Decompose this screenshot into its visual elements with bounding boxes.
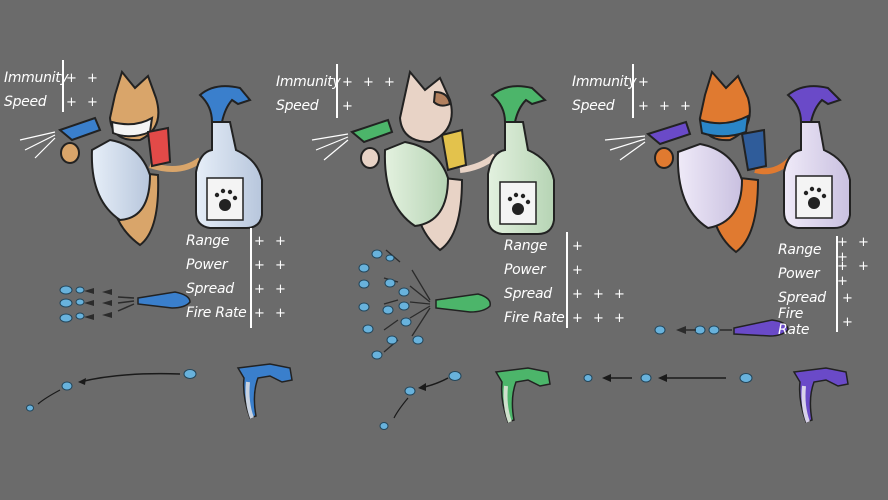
stat-divider [836,236,838,332]
stat-row-spread: Spread + [778,286,888,310]
purple-spray-lines-icon [604,135,646,161]
stat-label: Spread [778,290,826,306]
stat-value: + + + [836,259,872,289]
stat-label: Fire Rate [778,306,810,338]
stat-label: Power [186,257,228,273]
stat-value: + [842,290,856,306]
stat-value: + [572,238,586,254]
stat-label: Fire Rate [186,305,247,321]
stat-divider [250,228,252,328]
stat-value: + [638,74,652,90]
stat-value: + + [254,305,289,321]
stat-row-speed: Speed + [276,94,398,118]
blue-top-stats: Immunity + + Speed + + [4,66,101,114]
stat-value: + + + [572,286,628,302]
stat-divider [566,232,568,328]
green-bottle-icon [487,85,555,235]
green-spray-pattern [358,249,491,360]
green-trajectory [379,371,462,430]
stat-label: Range [778,242,822,258]
stat-label: Fire Rate [504,310,565,326]
stat-divider [632,64,634,118]
stat-divider [62,60,64,112]
stat-row-firerate: Fire Rate + + + [504,306,628,330]
stat-row-spread: Spread + + + [504,282,628,306]
stat-label: Speed [276,98,319,114]
blue-bottle-icon [195,85,263,229]
stat-value: + + [254,233,289,249]
green-trigger-icon [494,367,551,423]
stat-label: Power [504,262,546,278]
stat-row-power: Power + [504,258,628,282]
green-spray-lines-icon [311,133,349,161]
blue-panel [19,69,293,419]
stat-row-firerate: Fire Rate + + [186,301,289,325]
stat-label: Immunity [4,70,69,86]
purple-bottom-stats: Range + + + Power + + + Spread + Fire Ra… [778,235,888,338]
stat-value: + + [254,257,289,273]
stat-value: + [342,98,356,114]
stat-label: Spread [186,281,234,297]
purple-bottle-icon [783,85,851,229]
stat-row-range: Range + + [186,229,289,253]
stat-row-range: Range + [504,234,628,258]
purple-panel [583,69,851,423]
blue-trigger-icon [236,363,293,419]
green-top-stats: Immunity + + + Speed + [276,70,398,118]
stat-label: Speed [572,98,615,114]
stat-value: + [842,314,856,330]
stat-divider [336,64,338,118]
purple-trajectory [583,373,753,383]
stat-row-range: Range + + + [778,235,888,265]
stat-label: Speed [4,94,47,110]
stat-value: + + + [836,235,872,265]
stat-row-immunity: Immunity + + [4,66,101,90]
purple-spray-pattern [654,319,789,337]
blue-bottom-stats: Range + + Power + + Spread + + Fire Rate… [186,229,289,325]
stat-value: + [572,262,586,278]
stat-row-power: Power + + [186,253,289,277]
stat-row-immunity: Immunity + [572,70,694,94]
stat-label: Range [186,233,230,249]
purple-trigger-icon [792,367,849,423]
stat-row-power: Power + + + [778,259,888,289]
stat-value: + + + [342,74,398,90]
stat-row-speed: Speed + + + [572,94,694,118]
blue-spray-lines-icon [19,131,56,159]
purple-top-stats: Immunity + Speed + + + [572,70,694,118]
stat-label: Power [778,266,820,282]
blue-spray-pattern [59,285,191,323]
stat-label: Range [504,238,548,254]
green-panel [311,69,555,430]
stat-row-spread: Spread + + [186,277,289,301]
stat-label: Spread [504,286,552,302]
stat-value: + + [66,94,101,110]
purple-cat-icon [645,69,793,254]
stat-value: + + [254,281,289,297]
blue-trajectory [26,369,197,412]
stat-label: Immunity [276,74,341,90]
stat-value: + + + [638,98,694,114]
green-bottom-stats: Range + Power + Spread + + + Fire Rate +… [504,234,628,330]
stat-row-firerate: Fire Rate + [778,306,888,338]
stat-label: Immunity [572,74,637,90]
stat-value: + + [66,70,101,86]
stat-value: + + + [572,310,628,326]
stat-row-speed: Speed + + [4,90,101,114]
stat-row-immunity: Immunity + + + [276,70,398,94]
blue-cat-icon [57,69,202,247]
green-cat-icon [349,69,497,252]
